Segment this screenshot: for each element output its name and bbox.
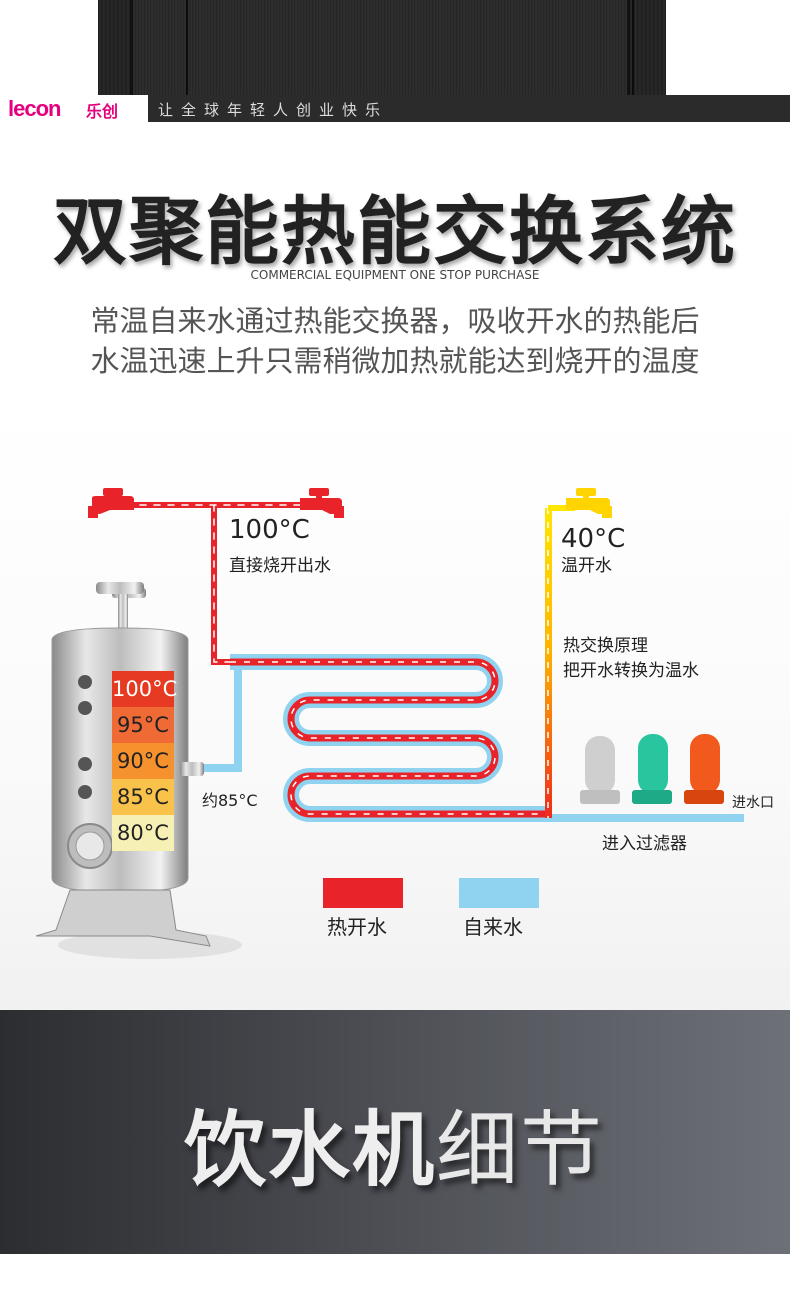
details-title-bold: 饮水机 xyxy=(184,1103,437,1198)
heat-exchanger-coil xyxy=(230,654,548,822)
tap-water-pipe xyxy=(200,668,744,822)
principle-title: 热交换原理 xyxy=(563,636,648,656)
boiling-temp-label: 100°C xyxy=(229,515,310,545)
machine-edge-right xyxy=(632,0,634,95)
details-title: 饮水机细节 xyxy=(184,1083,604,1202)
hot-tap-right xyxy=(300,488,344,518)
approx-temp-label: 约85°C xyxy=(202,791,258,810)
machine-photo-top xyxy=(0,0,790,95)
warm-tap xyxy=(566,488,612,518)
tank-temperature-scale: 100°C 95°C 90°C 85°C 80°C xyxy=(112,671,177,851)
legend-hot-label: 热开水 xyxy=(327,915,387,939)
english-subtitle: COMMERCIAL EQUIPMENT ONE STOP PURCHASE xyxy=(250,268,540,282)
footer-spacer xyxy=(0,1254,790,1302)
filter-teal xyxy=(632,734,672,804)
warm-desc-label: 温开水 xyxy=(561,556,612,576)
tank-temp-level: 100°C xyxy=(112,671,177,707)
machine-edge-left xyxy=(186,0,188,95)
filter-gray xyxy=(580,736,620,804)
legend-tap-swatch xyxy=(459,878,539,908)
brand-logo-cn: 乐创 xyxy=(86,102,119,121)
tank-temp-level: 85°C xyxy=(112,779,174,815)
tank-temp-level: 95°C xyxy=(112,707,174,743)
boiling-desc-label: 直接烧开出水 xyxy=(229,556,331,576)
tank-temp-level: 80°C xyxy=(112,815,174,851)
details-title-thin: 细节 xyxy=(436,1103,605,1198)
filter-label: 进入过滤器 xyxy=(602,834,687,854)
machine-panel xyxy=(130,0,630,95)
inlet-label: 进水口 xyxy=(732,795,774,811)
warm-temp-label: 40°C xyxy=(561,524,626,554)
legend-tap-label: 自来水 xyxy=(463,915,523,939)
tank-temp-level: 90°C xyxy=(112,743,174,779)
description-line-1: 常温自来水通过热能交换器，吸收开水的热能后 xyxy=(90,304,700,338)
legend-hot-swatch xyxy=(323,878,403,908)
filter-cartridges xyxy=(580,734,724,804)
brand-logo: lecon xyxy=(8,96,61,121)
description-line-2: 水温迅速上升只需稍微加热就能达到烧开的温度 xyxy=(90,344,700,378)
filter-orange xyxy=(684,734,724,804)
hot-tap-left xyxy=(88,488,134,518)
brand-logo-box xyxy=(0,95,148,122)
brand-slogan: 让全球年轻人创业快乐 xyxy=(158,101,389,119)
page-title: 双聚能热能交换系统 xyxy=(53,189,737,275)
details-banner xyxy=(0,1010,790,1254)
principle-desc: 把开水转换为温水 xyxy=(563,661,699,681)
